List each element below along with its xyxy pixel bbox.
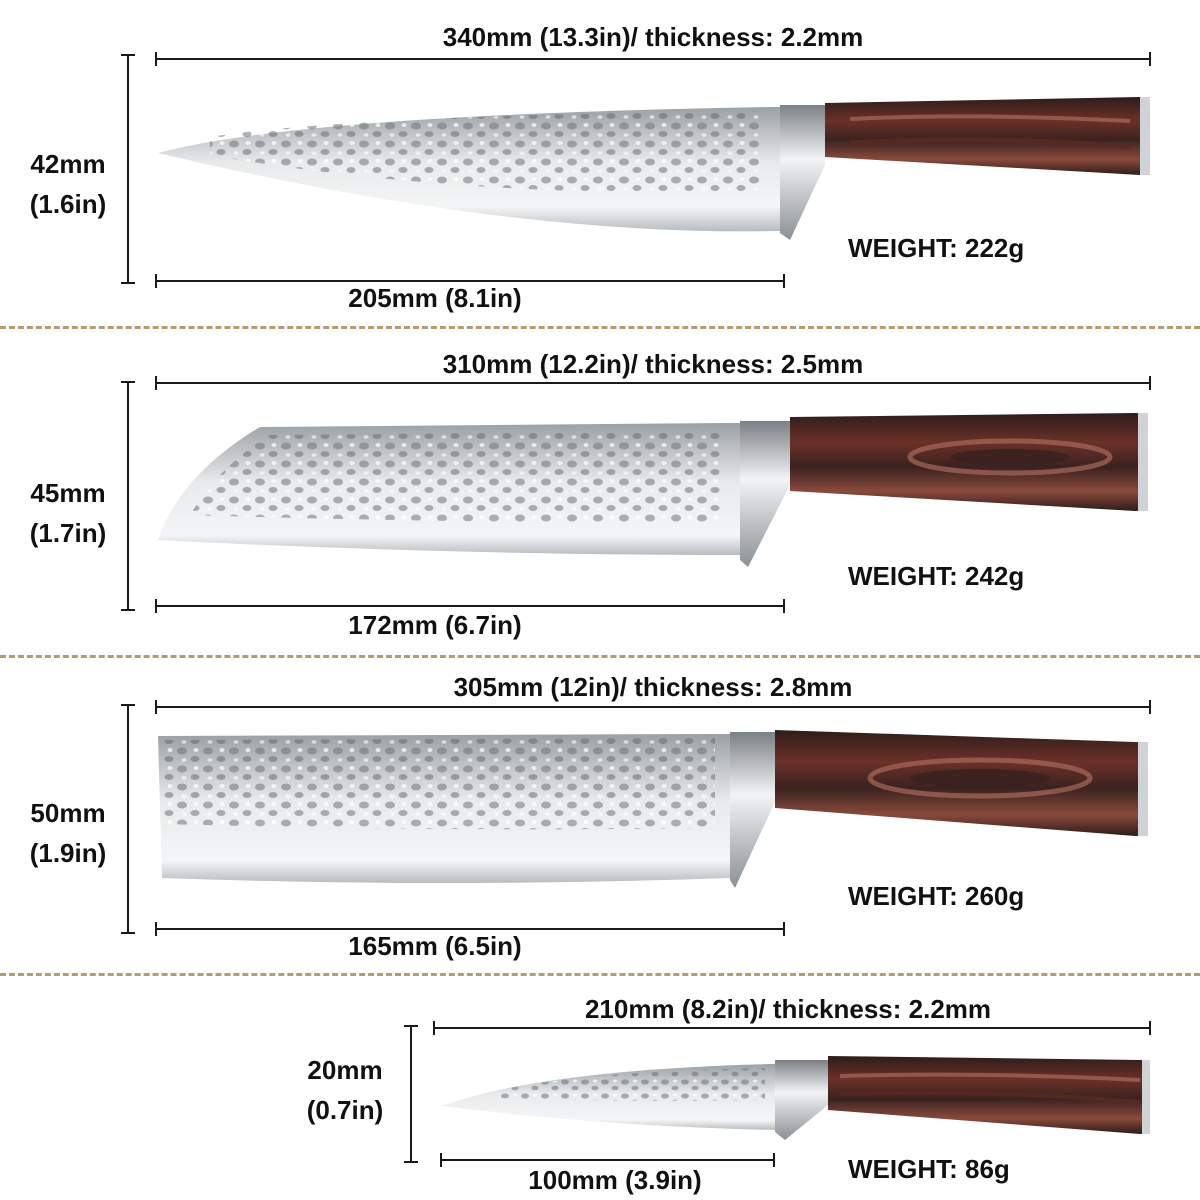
height-mm: 42mm	[30, 149, 106, 179]
nakiri-knife-image	[158, 730, 1148, 888]
overall-length-label: 310mm (12.2in)/ thickness: 2.5mm	[442, 349, 864, 379]
height-dimension-line	[121, 704, 135, 934]
overall-length-label: 305mm (12in)/ thickness: 2.8mm	[453, 672, 853, 702]
paring-knife-image	[442, 1056, 1150, 1140]
overall-length-dimension-line	[155, 52, 1151, 66]
overall-length-label: 210mm (8.2in)/ thickness: 2.2mm	[584, 994, 992, 1024]
blade-length-label: 172mm (6.7in)	[348, 610, 522, 640]
height-in: (1.9in)	[29, 838, 107, 868]
overall-length-dimension-line	[433, 1021, 1151, 1035]
chef-knife-image	[158, 97, 1150, 240]
height-label: 50mm (1.9in)	[18, 793, 118, 873]
knife-section-paring: 210mm (8.2in)/ thickness: 2.2mm 20mm (0.…	[0, 978, 1200, 1200]
weight-label: WEIGHT: 242g	[848, 561, 1025, 591]
height-mm: 45mm	[30, 478, 106, 508]
height-in: (1.6in)	[29, 189, 107, 219]
height-in: (0.7in)	[306, 1095, 384, 1125]
height-mm: 20mm	[307, 1055, 383, 1085]
height-mm: 50mm	[30, 798, 106, 828]
height-dimension-line	[121, 54, 135, 284]
blade-length-dimension-line	[440, 1153, 775, 1167]
blade-length-label: 165mm (6.5in)	[348, 931, 522, 961]
knife-section-nakiri: 305mm (12in)/ thickness: 2.8mm 50mm (1.9…	[0, 660, 1200, 975]
height-dimension-line	[404, 1025, 418, 1163]
height-label: 45mm (1.7in)	[18, 473, 118, 553]
overall-length-dimension-line	[155, 700, 1151, 714]
height-in: (1.7in)	[29, 518, 107, 548]
blade-length-dimension-line	[155, 274, 785, 288]
knife-section-santoku: 310mm (12.2in)/ thickness: 2.5mm 45mm (1…	[0, 330, 1200, 655]
weight-label: WEIGHT: 86g	[848, 1154, 1010, 1184]
section-divider	[0, 973, 1200, 976]
santoku-knife-image	[158, 413, 1148, 567]
overall-length-label: 340mm (13.3in)/ thickness: 2.2mm	[442, 22, 864, 52]
weight-label: WEIGHT: 260g	[848, 881, 1025, 911]
height-label: 20mm (0.7in)	[290, 1050, 400, 1130]
blade-length-dimension-line	[155, 922, 785, 936]
blade-length-label: 205mm (8.1in)	[348, 283, 522, 313]
weight-label: WEIGHT: 222g	[848, 233, 1025, 263]
height-dimension-line	[121, 381, 135, 611]
section-divider	[0, 655, 1200, 658]
overall-length-dimension-line	[155, 376, 1151, 390]
blade-length-dimension-line	[155, 599, 785, 613]
section-divider	[0, 326, 1200, 329]
height-label: 42mm (1.6in)	[18, 144, 118, 224]
blade-length-label: 100mm (3.9in)	[528, 1165, 702, 1195]
knife-section-chef: 340mm (13.3in)/ thickness: 2.2mm 42mm (1…	[0, 0, 1200, 325]
